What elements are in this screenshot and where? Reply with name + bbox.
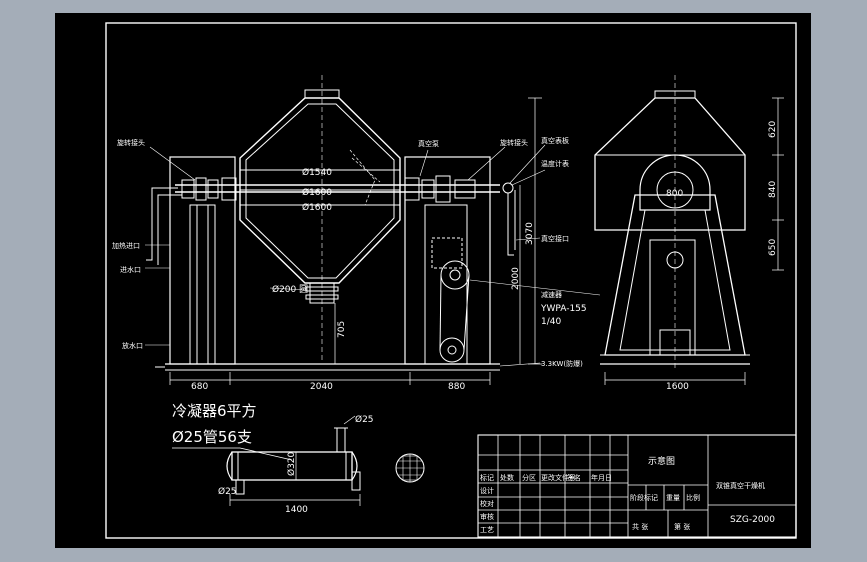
dim-h705: 705 xyxy=(337,321,347,338)
dim-w880: 880 xyxy=(448,382,465,392)
dim-d1600a: Ø1600 xyxy=(302,187,332,198)
title-block xyxy=(477,434,797,538)
condenser-view xyxy=(172,415,425,506)
tb-cell-partition: 分区 xyxy=(522,473,536,482)
dim-outlet: Ø200 圆 xyxy=(272,284,308,295)
drawing-sheet xyxy=(55,13,811,548)
tb-weight: 重量 xyxy=(666,494,680,502)
dim-w1600: 1600 xyxy=(666,382,689,392)
condenser-title-2: Ø25管56支 xyxy=(172,428,252,446)
label-feed-water: 进水口 xyxy=(120,265,141,274)
label-rotary-joint-right: 旋转接头 xyxy=(500,138,528,147)
tb-drawing-name: 示意图 xyxy=(648,455,675,467)
dim-h3070: 3070 xyxy=(525,222,535,245)
dim-length: 1400 xyxy=(285,505,308,515)
label-vacuum-interface: 真空接口 xyxy=(541,234,569,243)
dim-h840: 840 xyxy=(768,181,778,198)
tb-scale: 比例 xyxy=(686,493,700,502)
tb-cell-date: 年月日 xyxy=(591,473,612,482)
tb-stage-mark: 阶段标记 xyxy=(630,493,658,502)
tb-product-name: 双锥真空干燥机 xyxy=(716,481,765,490)
label-ratio: 1/40 xyxy=(541,317,561,327)
tb-row-2: 设计 xyxy=(480,486,494,495)
tb-drawing-number: SZG-2000 xyxy=(730,515,775,525)
vessel-outline xyxy=(239,97,401,284)
dim-top-pipe: Ø25 xyxy=(355,414,374,425)
tb-cell-change-doc: 更改文件号 xyxy=(541,473,576,482)
tb-sheet-total: 共 张 xyxy=(632,522,648,531)
tb-cell-signature: 签名 xyxy=(567,473,581,482)
condenser-shell xyxy=(231,451,353,481)
tb-row-5: 工艺 xyxy=(480,526,494,534)
dim-d800: 800 xyxy=(666,189,683,199)
label-vacuum-gauge: 真空表板 xyxy=(541,136,569,145)
front-view xyxy=(145,75,601,385)
label-footing: 3.3KW(防爆) xyxy=(541,359,583,368)
tb-row-4: 审核 xyxy=(480,512,494,521)
label-motor-model: YWPA-155 xyxy=(540,304,587,314)
label-drain: 放水口 xyxy=(122,341,143,350)
dim-w2040: 2040 xyxy=(310,382,333,392)
dim-d1540: Ø1540 xyxy=(302,167,332,178)
dim-h2000: 2000 xyxy=(511,267,521,290)
label-vacuum-pump: 真空泵 xyxy=(418,139,439,148)
dim-h620: 620 xyxy=(768,121,778,138)
label-temp-meter: 温度计表 xyxy=(541,159,569,168)
top-inlet xyxy=(304,89,340,99)
dim-d1600b: Ø1600 xyxy=(302,202,332,213)
dim-w680: 680 xyxy=(191,382,208,392)
tb-row-1: 标记 xyxy=(480,473,494,482)
tb-row-3: 校对 xyxy=(480,499,494,508)
tb-cell-count: 处数 xyxy=(500,473,514,482)
drawing-frame xyxy=(105,22,797,539)
label-rotary-joint-left: 旋转接头 xyxy=(117,138,145,147)
label-heat-oil: 加热进口 xyxy=(112,241,140,250)
side-view xyxy=(594,75,784,385)
label-reducer: 减速器 xyxy=(541,290,562,299)
dim-shell: Ø320 xyxy=(286,451,297,476)
vessel-inner xyxy=(245,103,395,279)
tb-sheet-no: 第 张 xyxy=(674,522,690,531)
bottom-outlet xyxy=(309,282,335,304)
dim-left-pipe: Ø25 xyxy=(218,486,237,497)
dim-h650: 650 xyxy=(768,239,778,256)
condenser-title-1: 冷凝器6平方 xyxy=(172,402,257,420)
